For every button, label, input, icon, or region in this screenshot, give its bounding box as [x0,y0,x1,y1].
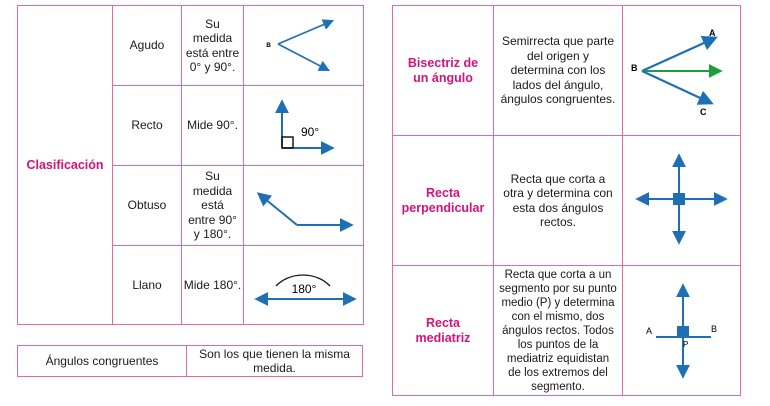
mediatrix-figure: A B P [622,265,741,396]
classification-header: Clasificación [17,5,113,325]
row-agudo-description: Su medida está entre 0° y 90°. [181,5,244,86]
straight-angle-label: 180° [292,282,317,296]
perpendicular-term: Recta perpendicular [392,135,494,266]
mediatrix-term: Recta mediatriz [392,265,494,396]
acute-angle-figure: B [266,19,335,72]
row-llano-name: Llano [112,245,182,325]
row-llano-figure: 180° [243,245,364,325]
right-angle-label: 90° [301,125,319,139]
right-angle-figure: 90° [275,99,335,155]
bisector-term: Bisectriz de un ángulo [392,5,494,136]
straight-angle-figure: 180° [254,274,357,306]
row-agudo-figure: B [243,5,364,86]
mediatrix-label-b: B [711,324,717,334]
mediatrix-label-a: A [646,326,652,336]
bisector-figure: A B C [622,5,741,136]
mediatrix-label-p: P [683,340,688,349]
congruent-angles-term: Ángulos congruentes [17,345,187,377]
bisector-label-c: C [700,107,707,117]
perpendicular-diagram [635,153,728,245]
bisector-label-b: B [631,63,638,73]
mediatrix-description: Recta que corta a un segmento por su pun… [493,265,623,396]
row-obtuso-figure [243,165,364,246]
row-agudo-name: Agudo [112,5,182,86]
vertex-label-b: B [266,42,271,49]
bisector-label-a: A [709,28,716,38]
row-recto-name: Recto [112,85,182,166]
obtuse-angle-figure [256,192,354,232]
congruent-angles-definition: Son los que tienen la misma medida. [186,345,363,377]
bisector-description: Semirrecta que parte del origen y determ… [493,5,623,136]
row-llano-description: Mide 180°. [181,245,244,325]
row-recto-description: Mide 90°. [181,85,244,166]
row-recto-figure: 90° [243,85,364,166]
mediatrix-diagram: A B P [646,283,717,379]
row-obtuso-name: Obtuso [112,165,182,246]
perpendicular-figure [622,135,741,266]
perpendicular-description: Recta que corta a otra y determina con e… [493,135,623,266]
row-obtuso-description: Su medida está entre 90° y 180°. [181,165,244,246]
bisector-diagram: A B C [631,28,723,117]
